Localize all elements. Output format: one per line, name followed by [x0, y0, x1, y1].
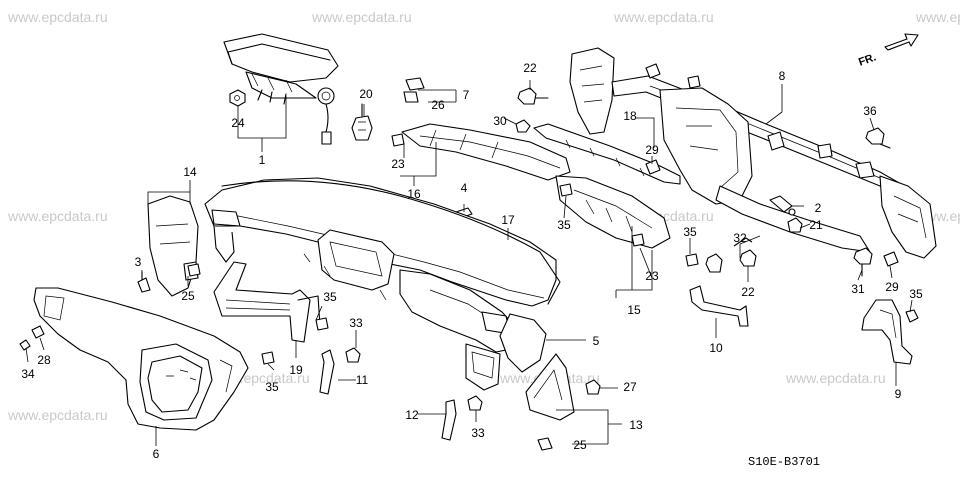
callout-10: 10 — [709, 341, 723, 355]
part-clip-23a — [391, 133, 405, 147]
callout-35e: 35 — [909, 287, 923, 301]
part-airbag-assembly — [223, 33, 339, 145]
watermark: www.epcdata.ru — [785, 370, 886, 386]
part-bracket-12 — [441, 399, 457, 441]
callout-35b: 35 — [265, 380, 279, 394]
callout-31: 31 — [851, 282, 865, 296]
part-side-cover-13 — [525, 353, 575, 421]
part-defroster-duct-16 — [401, 123, 571, 181]
front-direction-indicator: FR. — [857, 33, 919, 69]
watermark: www.epcdata.ru — [7, 407, 108, 423]
callout-29: 29 — [645, 143, 659, 157]
callout-22: 22 — [523, 61, 537, 75]
watermark: www.epcdata.ru — [915, 9, 960, 25]
callout-19: 19 — [289, 363, 303, 377]
callout-15: 15 — [627, 303, 641, 317]
part-clip-2 — [769, 195, 796, 216]
callout-1: 1 — [259, 153, 266, 167]
callout-35: 35 — [323, 290, 337, 304]
part-bracket-9 — [861, 299, 913, 365]
part-reinforcement-15 — [555, 175, 671, 249]
callout-4: 4 — [461, 181, 468, 195]
part-bracket-strip-30 — [533, 123, 681, 185]
callout-35c: 35 — [557, 218, 571, 232]
callout-25: 25 — [181, 289, 195, 303]
part-nut-24 — [229, 89, 246, 107]
watermark: www.epcdata.ru — [613, 9, 714, 25]
part-center-bracket-19 — [213, 261, 321, 343]
callout-20: 20 — [359, 87, 373, 101]
callout-16: 16 — [407, 187, 421, 201]
callout-2: 2 — [815, 201, 822, 215]
leader-lines — [25, 80, 913, 446]
callout-17: 17 — [501, 213, 515, 227]
callout-13: 13 — [629, 418, 643, 432]
callout-18: 18 — [623, 109, 637, 123]
callout-labels: 1 2 3 4 5 6 7 8 9 10 11 12 13 14 15 16 1… — [21, 61, 923, 461]
callout-3: 3 — [135, 255, 142, 269]
part-bracket-11 — [319, 349, 335, 395]
callout-21: 21 — [809, 218, 823, 232]
callout-8: 8 — [779, 69, 786, 83]
part-connector-20 — [351, 103, 373, 141]
callout-12: 12 — [405, 408, 419, 422]
callout-22b: 22 — [741, 285, 755, 299]
direction-label: FR. — [857, 51, 878, 68]
callout-33b: 33 — [471, 426, 485, 440]
watermark: www.epcdata.ru — [7, 208, 108, 224]
diagram-code: S10E-B3701 — [748, 455, 820, 469]
callout-34: 34 — [21, 367, 35, 381]
callout-28: 28 — [37, 353, 51, 367]
callout-24: 24 — [231, 116, 245, 130]
callout-35d: 35 — [683, 225, 697, 239]
callout-6: 6 — [153, 447, 160, 461]
callout-11: 11 — [356, 373, 369, 387]
direction-arrow-icon — [884, 33, 919, 51]
callout-9: 9 — [895, 387, 902, 401]
part-lower-panel-6 — [33, 287, 249, 431]
part-side-lid-14 — [141, 195, 199, 297]
watermark: www.epcdata.ru — [311, 9, 412, 25]
callout-5: 5 — [593, 334, 600, 348]
callout-36: 36 — [863, 104, 877, 118]
callout-32: 32 — [733, 231, 747, 245]
part-clip-26 — [403, 77, 425, 103]
callout-27: 27 — [623, 380, 637, 394]
watermark: www.epcdata.ru — [7, 9, 108, 25]
callout-30: 30 — [493, 114, 507, 128]
callout-29b: 29 — [885, 280, 899, 294]
part-side-cover-5 — [499, 313, 547, 373]
callout-33: 33 — [349, 316, 363, 330]
callout-14: 14 — [183, 165, 197, 179]
callout-23b: 23 — [645, 269, 659, 283]
callout-26: 26 — [431, 98, 445, 112]
callout-7: 7 — [463, 88, 470, 102]
part-bracket-10 — [689, 285, 749, 327]
part-dashboard-panel-17 — [204, 177, 561, 391]
callout-25b: 25 — [573, 438, 587, 452]
callout-23: 23 — [391, 157, 405, 171]
part-hanger-beam-8 — [569, 47, 937, 259]
